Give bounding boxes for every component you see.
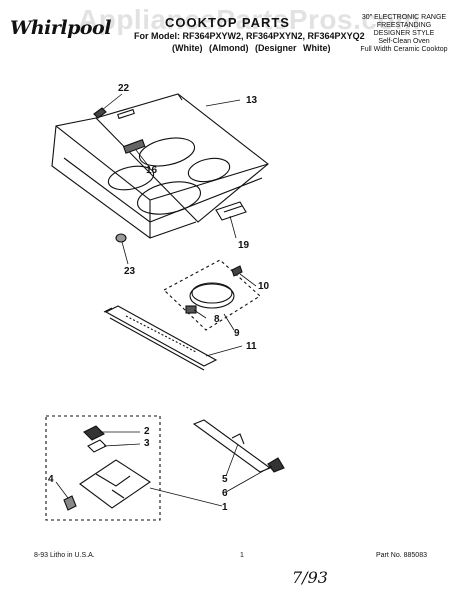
range-info-line: DESIGNER STYLE xyxy=(373,30,435,37)
callout-11: 11 xyxy=(246,341,257,352)
diagram-title: COOKTOP PARTS xyxy=(165,15,290,30)
range-info-line: Self-Clean Oven xyxy=(378,38,430,45)
part-8-limiter xyxy=(185,305,197,314)
part-3-insulator xyxy=(87,439,107,453)
part-19-bracket xyxy=(215,201,247,221)
callout-1: 1 xyxy=(222,502,228,513)
element-group-outline xyxy=(163,259,261,331)
range-info-line: 30" ELECTRONIC RANGE xyxy=(361,14,447,21)
switch-group-outline xyxy=(45,415,161,521)
part-4-screw xyxy=(63,495,77,511)
callout-19: 19 xyxy=(238,240,250,251)
callout-16: 16 xyxy=(146,165,158,176)
callout-23: 23 xyxy=(124,266,136,277)
model-list: For Model: RF364PXYW2, RF364PXYN2, RF364… xyxy=(134,31,365,41)
brand-logo: Whirlpool xyxy=(10,17,111,39)
callout-6: 6 xyxy=(222,488,228,499)
leader-lines xyxy=(55,93,273,507)
callout-8: 8 xyxy=(214,314,220,325)
callout-4: 4 xyxy=(48,474,54,485)
part-2-switch xyxy=(83,425,105,441)
handwritten-date: 7/93 xyxy=(292,568,328,587)
callout-2: 2 xyxy=(144,426,150,437)
callout-22: 22 xyxy=(118,83,130,94)
callout-5: 5 xyxy=(222,474,228,485)
part-10-clip xyxy=(231,265,243,277)
range-info-line: FREESTANDING xyxy=(376,22,432,29)
part-22-clip xyxy=(93,107,107,119)
litho-note: 8-93 Litho in U.S.A. xyxy=(34,552,95,559)
part-1-switch-bracket xyxy=(79,459,151,509)
cooktop-assembly xyxy=(51,93,269,239)
part-6-terminal xyxy=(267,457,285,473)
callout-3: 3 xyxy=(144,438,150,449)
part-11-support-bar xyxy=(103,305,218,371)
part-number: Part No. 885083 xyxy=(376,552,427,559)
callout-9: 9 xyxy=(234,328,240,339)
callout-10: 10 xyxy=(258,281,270,292)
watermark: AppliancePartsPros.com xyxy=(78,4,421,35)
part-23-clip xyxy=(115,233,127,243)
part-5-bracket-strip xyxy=(192,419,272,473)
color-variants: (White) (Almond) (Designer White) xyxy=(172,43,331,53)
range-info-line: Full Width Ceramic Cooktop xyxy=(360,46,448,53)
callout-13: 13 xyxy=(246,95,258,106)
part-9-radiant-element xyxy=(189,282,235,309)
page-number: 1 xyxy=(240,552,244,559)
